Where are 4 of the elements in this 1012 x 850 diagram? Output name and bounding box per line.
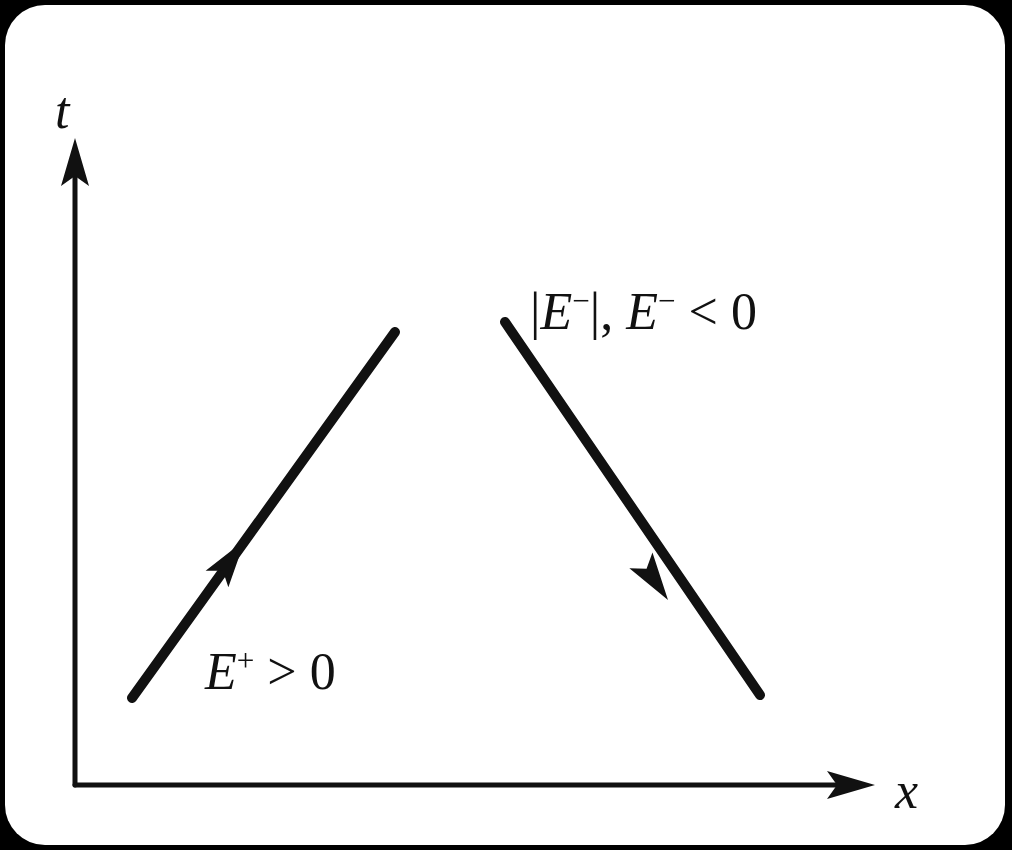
energy-label: |E$^{−}$|, E$^{−}$ < 0 (530, 285, 757, 339)
axis-label: x (895, 765, 919, 817)
energy-label: E$^{+}$ > 0 (205, 645, 336, 699)
axis-label: t (55, 85, 70, 137)
